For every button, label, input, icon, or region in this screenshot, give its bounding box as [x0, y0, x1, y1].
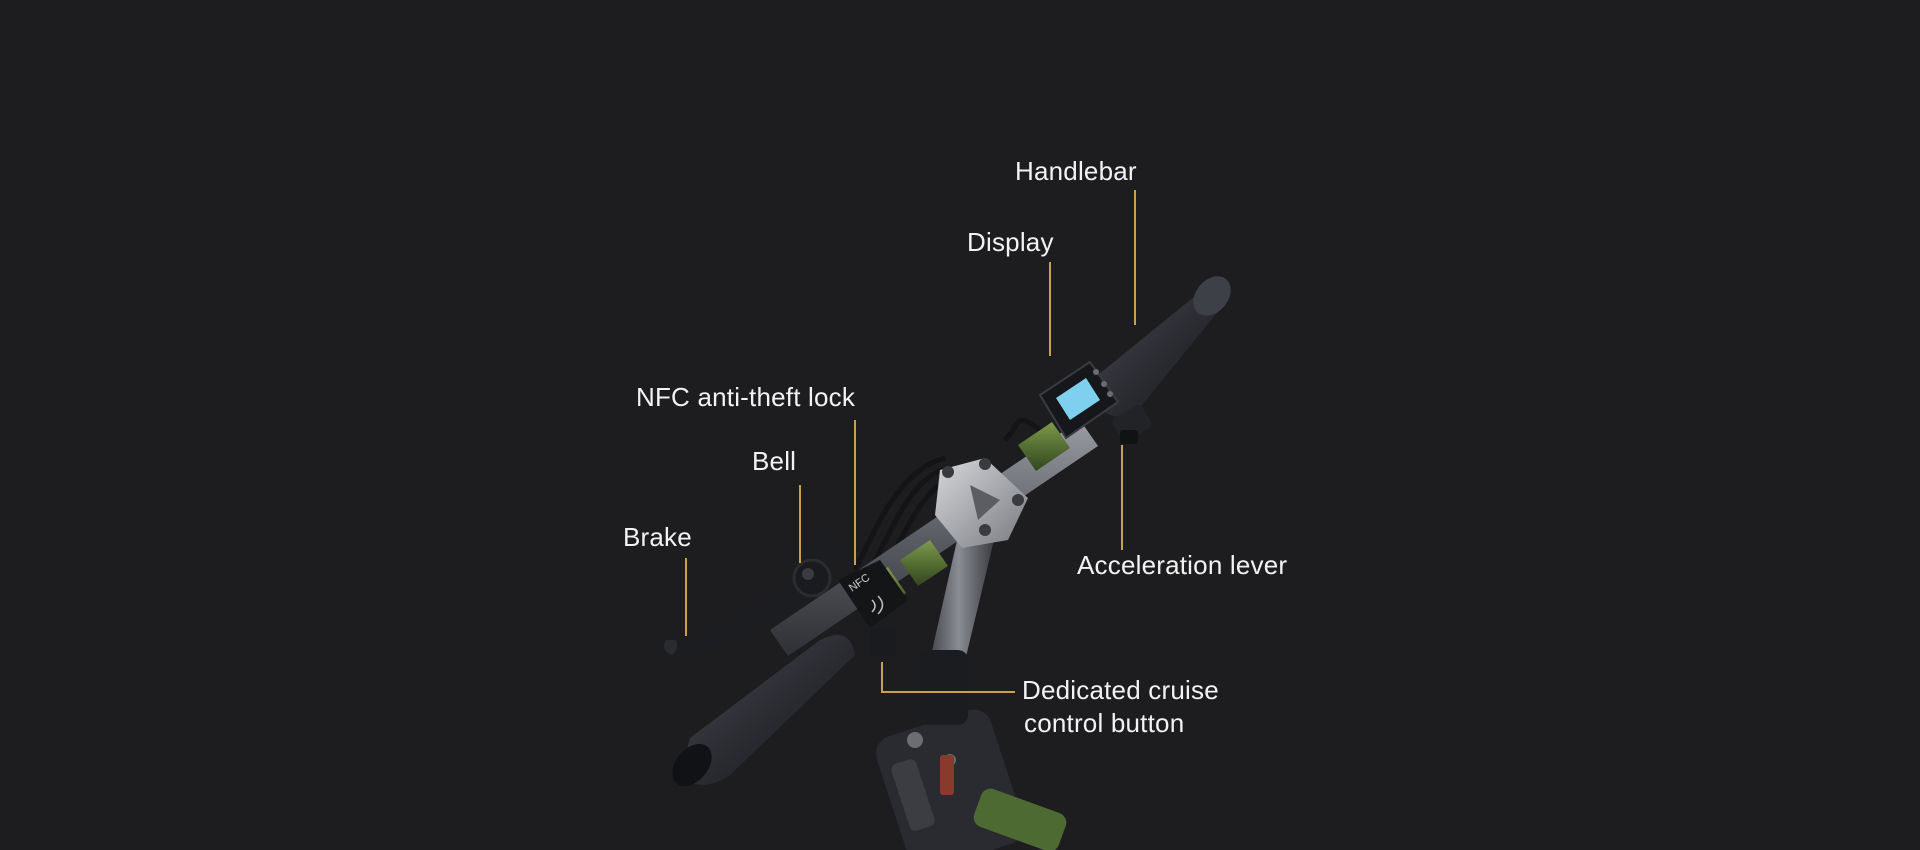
label-display: Display: [967, 227, 1054, 257]
bell: [792, 558, 832, 598]
label-bell: Bell: [752, 446, 797, 476]
label-cruise-line2: control button: [1024, 708, 1185, 738]
nfc-lock-module: NFC: [838, 560, 908, 656]
display-unit: [1038, 360, 1120, 440]
label-brake: Brake: [623, 522, 692, 552]
steering-stem: [920, 505, 1000, 725]
leader-lines: [685, 190, 1136, 693]
stem-clamp: [935, 458, 1028, 548]
label-nfc-lock: NFC anti-theft lock: [636, 382, 856, 412]
label-handlebar: Handlebar: [1015, 156, 1137, 186]
frame-lower: [875, 709, 1067, 850]
display-screen: [1056, 378, 1100, 420]
label-cruise-control: Dedicated cruise control button: [1022, 674, 1219, 740]
acceleration-lever-part: [1112, 405, 1152, 444]
left-grip: [672, 635, 855, 787]
label-cruise-line1: Dedicated cruise: [1022, 675, 1219, 705]
label-acceleration-lever: Acceleration lever: [1077, 550, 1288, 580]
right-grip: [1098, 276, 1231, 417]
leader-cruise: [881, 662, 1015, 693]
